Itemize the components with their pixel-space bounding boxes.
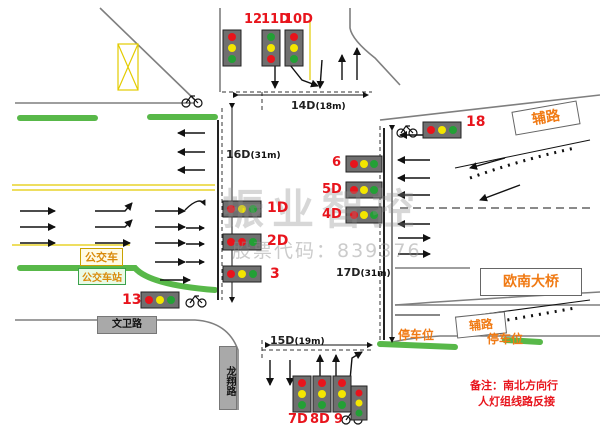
traffic-light-icon: [350, 385, 368, 421]
signal-label-3: 3: [270, 266, 280, 282]
bus-lane-label: 公交车: [80, 248, 123, 266]
distance-length-17d: (31m): [360, 269, 391, 279]
green-medians: [17, 114, 543, 350]
lane-arrows-south: [266, 351, 363, 386]
lane-arrows-westbound-entry: [20, 199, 206, 284]
distance-length-16d: (31m): [250, 151, 281, 161]
traffic-light-icon: [345, 206, 383, 224]
signal-label-6: 6: [332, 155, 342, 170]
signal-label-11d: 11D: [261, 12, 290, 27]
distance-code-17d: 17D: [336, 266, 361, 279]
signal-label-2d: 2D: [267, 233, 289, 249]
distance-code-15d: 15D: [270, 334, 295, 347]
distance-code-16d: 16D: [226, 148, 251, 161]
traffic-light-icon: [261, 29, 281, 67]
traffic-light-icon: [345, 181, 383, 199]
signal-label-10d: 10D: [284, 12, 313, 27]
traffic-light-icon: [284, 29, 304, 67]
signal-label-4d: 4D: [322, 207, 342, 222]
traffic-light-icon: [140, 291, 180, 309]
signal-label-9: 9: [334, 412, 344, 427]
traffic-light-icon: [292, 375, 312, 413]
distance-length-15d: (19m): [294, 337, 325, 347]
parking-label-right: 停车位: [487, 332, 524, 346]
signal-label-18: 18: [466, 114, 486, 130]
longxiang-road-label: 龙翔路: [219, 346, 237, 410]
parking-label-left: 停车位: [398, 328, 435, 342]
signal-label-7d: 7D: [288, 412, 308, 427]
distance-length-14d: (18m): [315, 102, 346, 112]
wenwei-road-label: 文卫路: [97, 316, 157, 334]
bicycle-icon: [181, 95, 203, 108]
traffic-light-icon: [222, 233, 262, 251]
remark-note: 备注：南北方向行 人灯组线路反接: [470, 378, 558, 410]
signal-label-12: 12: [244, 12, 263, 27]
remark-line-1: 备注：南北方向行: [470, 379, 558, 392]
bicycle-icon: [396, 125, 418, 138]
lane-arrows-west-exit: [177, 129, 205, 174]
traffic-light-icon: [422, 121, 462, 139]
bicycle-icon: [185, 295, 207, 308]
yellow-markings: [12, 22, 311, 246]
traffic-light-icon: [332, 375, 352, 413]
traffic-light-icon: [312, 375, 332, 413]
distance-label-14d: 14D(18m): [291, 99, 346, 112]
lane-arrows-east-exit: [398, 234, 431, 258]
remark-line-2: 人灯组线路反接: [478, 395, 555, 408]
signal-label-13: 13: [122, 292, 142, 308]
distance-label-17d: 17D(31m): [336, 266, 391, 279]
side-road-east-top: [395, 139, 591, 330]
signal-label-8d: 8D: [310, 412, 330, 427]
bus-stop-label: 公交车站: [78, 268, 126, 285]
watermark-stock-code: 股票代码：839376: [232, 240, 422, 262]
lane-arrows-north: [271, 47, 361, 89]
distance-code-14d: 14D: [291, 99, 316, 112]
watermark-logo-text: 振业智控: [222, 185, 423, 234]
traffic-light-icon: [345, 155, 383, 173]
signal-label-1d: 1D: [267, 200, 289, 216]
distance-label-16d: 16D(31m): [226, 148, 281, 161]
bridge-label: 欧南大桥: [480, 268, 582, 296]
signal-label-5d: 5D: [322, 182, 342, 197]
stop-lines: [217, 120, 385, 340]
traffic-light-icon: [222, 200, 262, 218]
distance-label-15d: 15D(19m): [270, 334, 325, 347]
traffic-light-icon: [222, 29, 242, 67]
traffic-light-icon: [222, 265, 262, 283]
